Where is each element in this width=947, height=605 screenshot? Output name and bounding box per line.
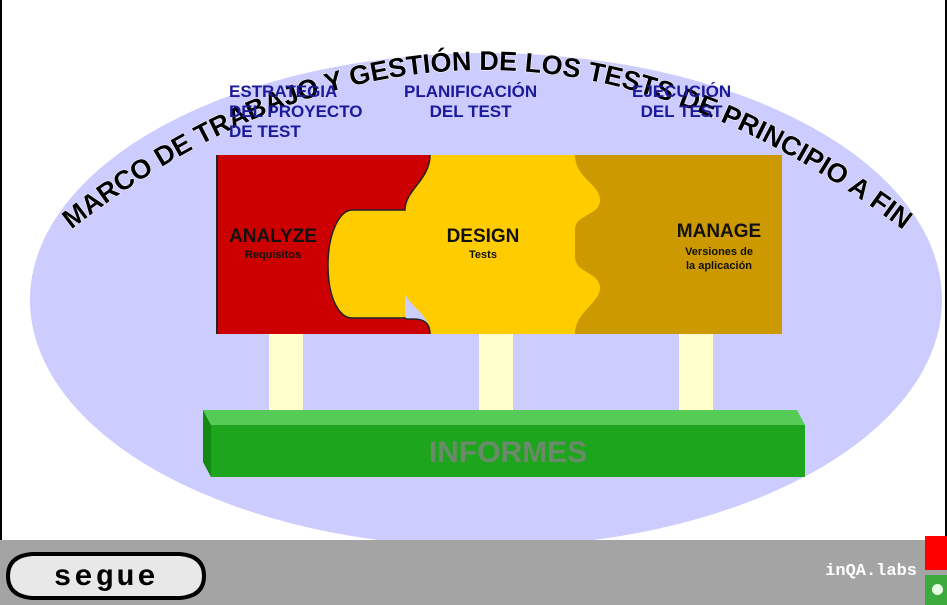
header-execution: EJECUCIÓN DEL TEST	[632, 82, 731, 122]
manage-subtitle-line1: Versiones de	[685, 246, 753, 258]
segue-logo: segue	[6, 552, 206, 600]
manage-subtitle-line2: la aplicación	[685, 260, 753, 272]
header-strategy-line2: DEL PROYECTO	[229, 102, 363, 121]
manage-title: MANAGE	[676, 221, 762, 242]
header-planning-line2: DEL TEST	[429, 102, 512, 121]
analyze-title: ANALYZE	[229, 226, 317, 247]
brand-green-square	[925, 575, 947, 605]
pillar-right	[679, 334, 713, 414]
pillar-left	[269, 334, 303, 414]
design-subtitle: Tests	[469, 249, 497, 261]
header-planning: PLANIFICACIÓN DEL TEST	[404, 82, 537, 122]
header-execution-line2: DEL TEST	[640, 102, 723, 121]
header-execution-line1: EJECUCIÓN	[632, 82, 732, 101]
design-title: DESIGN	[446, 226, 520, 247]
header-strategy-line1: ESTRATEGIA	[229, 82, 338, 101]
segue-logo-text: segue	[53, 561, 158, 595]
design-piece	[405, 155, 600, 334]
header-strategy: ESTRATEGIA DEL PROYECTO DE TEST	[229, 82, 363, 142]
analyze-piece	[217, 155, 430, 334]
header-planning-line1: PLANIFICACIÓN	[404, 82, 538, 101]
analyze-subtitle: Requisitos	[244, 249, 302, 261]
pillar-center	[479, 334, 513, 414]
design-tab	[328, 210, 405, 318]
frame-left-border	[0, 0, 2, 540]
manage-piece	[575, 155, 782, 334]
informes-base: INFORMES	[203, 410, 805, 477]
header-strategy-line3: DE TEST	[229, 122, 301, 141]
inqa-brand: inQA.labs	[825, 562, 917, 581]
frame-right-border	[945, 0, 947, 540]
informes-label: INFORMES	[429, 436, 587, 469]
brand-red-square	[925, 536, 947, 570]
piece-divider	[327, 154, 431, 335]
